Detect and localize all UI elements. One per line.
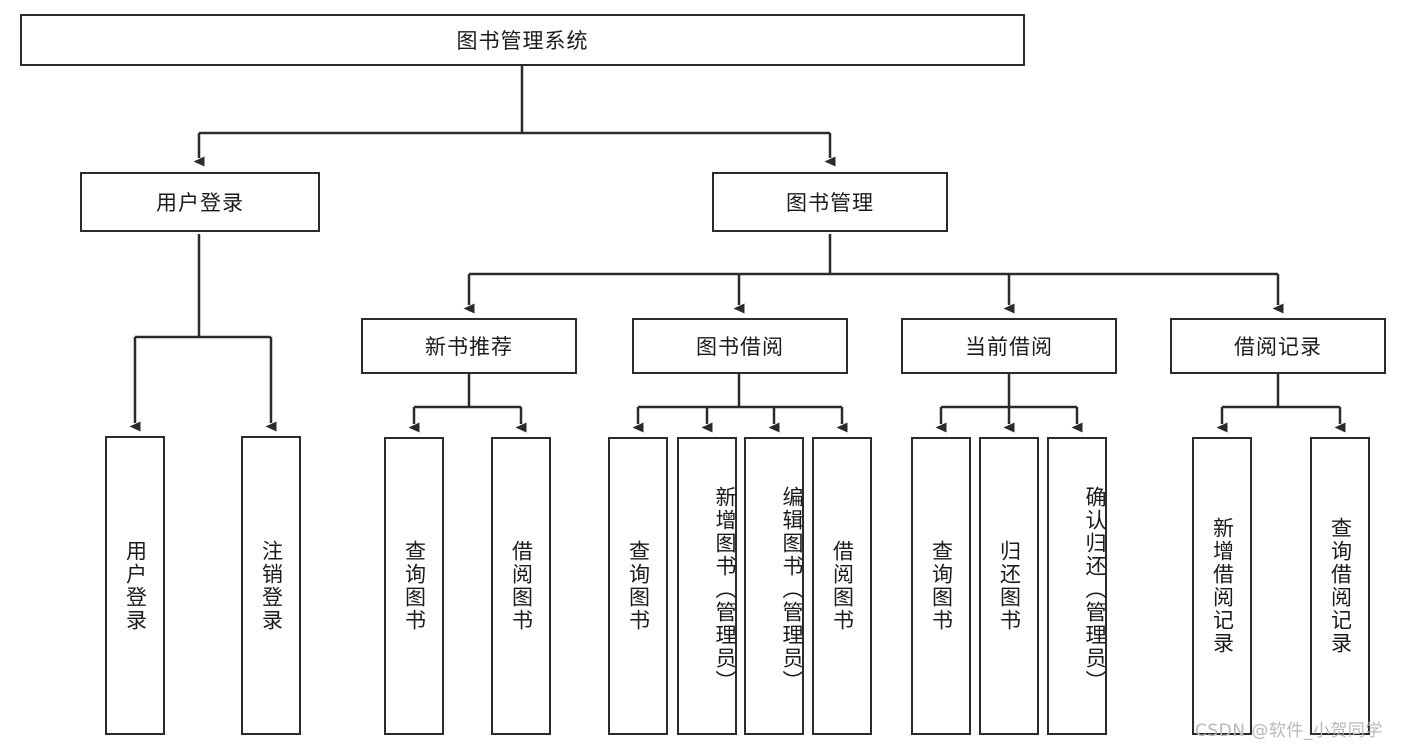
node-label: 用户登录 [123, 539, 148, 632]
node-label: 新增借阅记录 [1210, 517, 1235, 655]
node-label: 确认归还（管理员） [1083, 485, 1107, 693]
node-root-book-management-system[interactable]: 图书管理系统 [20, 14, 1025, 66]
node-label: 图书管理系统 [456, 29, 589, 53]
node-label: 注销登录 [259, 539, 284, 632]
leaf-borrow-book-borrowing[interactable]: 借阅图书 [812, 437, 872, 735]
node-book-borrowing[interactable]: 图书借阅 [632, 318, 848, 374]
leaf-query-book-current[interactable]: 查询图书 [911, 437, 971, 735]
node-label: 图书管理 [786, 191, 874, 215]
node-label: 借阅图书 [509, 540, 534, 632]
node-label: 归还图书 [997, 540, 1022, 632]
node-user-login[interactable]: 用户登录 [80, 172, 320, 232]
node-label: 查询图书 [626, 540, 651, 632]
node-label: 借阅图书 [830, 540, 855, 632]
leaf-return-book[interactable]: 归还图书 [979, 437, 1039, 735]
leaf-query-book-newbook[interactable]: 查询图书 [384, 437, 444, 735]
leaf-logout[interactable]: 注销登录 [241, 436, 301, 735]
node-borrow-records[interactable]: 借阅记录 [1170, 318, 1386, 374]
leaf-edit-book-admin[interactable]: 编辑图书（管理员） [744, 437, 804, 735]
leaf-query-borrow-record[interactable]: 查询借阅记录 [1310, 437, 1370, 735]
node-label: 编辑图书（管理员） [780, 485, 804, 693]
leaf-add-borrow-record[interactable]: 新增借阅记录 [1192, 437, 1252, 735]
watermark-text: CSDN @软件_小贺同学 [1195, 721, 1383, 741]
node-label: 查询借阅记录 [1328, 517, 1353, 655]
node-label: 查询图书 [929, 540, 954, 632]
leaf-user-login[interactable]: 用户登录 [105, 436, 165, 735]
leaf-confirm-return-admin[interactable]: 确认归还（管理员） [1047, 437, 1107, 735]
leaf-query-book-borrowing[interactable]: 查询图书 [608, 437, 668, 735]
node-new-book-recommendation[interactable]: 新书推荐 [361, 318, 577, 374]
node-book-management[interactable]: 图书管理 [712, 172, 948, 232]
node-label: 用户登录 [156, 191, 244, 215]
node-label: 新书推荐 [425, 335, 513, 359]
node-label: 新增图书（管理员） [713, 485, 737, 693]
leaf-add-book-admin[interactable]: 新增图书（管理员） [677, 437, 737, 735]
node-label: 借阅记录 [1234, 335, 1322, 359]
leaf-borrow-book-newbook[interactable]: 借阅图书 [491, 437, 551, 735]
node-label: 图书借阅 [696, 335, 784, 359]
node-label: 当前借阅 [965, 335, 1053, 359]
node-current-borrowing[interactable]: 当前借阅 [901, 318, 1117, 374]
node-label: 查询图书 [402, 540, 427, 632]
